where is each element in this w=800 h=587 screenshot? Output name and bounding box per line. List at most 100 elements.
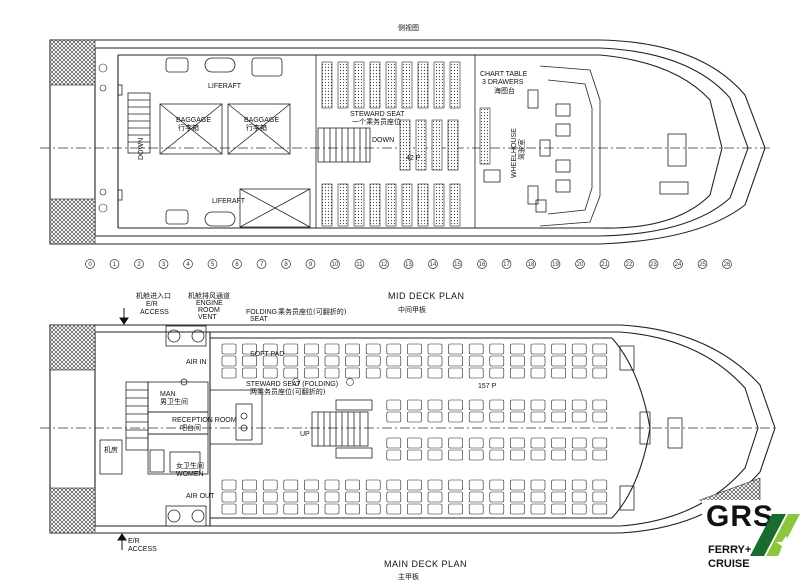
passenger-seat xyxy=(571,437,587,449)
mid-deck-title: MID DECK PLAN xyxy=(388,291,465,301)
passenger-seat xyxy=(283,343,299,355)
passenger-seat xyxy=(530,367,546,379)
passenger-seat xyxy=(242,355,257,367)
passenger-seat xyxy=(242,367,257,379)
baggage-2-cn: 行李箱 xyxy=(246,123,267,132)
passenger-seat xyxy=(448,437,463,449)
passenger-seat xyxy=(221,355,237,367)
access-arrows xyxy=(117,308,129,550)
frame-number: 15 xyxy=(454,262,461,268)
wheelhouse-label: WHEELHOUSE xyxy=(511,128,518,178)
frame-marker xyxy=(526,259,536,269)
passenger-seat xyxy=(221,491,237,503)
baggage-2-label: BAGGAGE xyxy=(244,117,279,124)
mid-deck-stern-fittings xyxy=(98,63,108,213)
frame-marker xyxy=(550,259,561,269)
passenger-seat xyxy=(386,479,402,491)
main-steward-seat: STEWARD SEAT (FOLDING) xyxy=(246,381,338,388)
chart-table-cn: 海图台 xyxy=(494,86,515,95)
mid-deck-aft-stair xyxy=(127,92,151,154)
passenger-seat xyxy=(510,479,525,491)
passenger-seat xyxy=(242,503,257,515)
passenger-seat xyxy=(242,479,257,491)
main-passenger-count: 157 P xyxy=(478,383,497,390)
passenger-seat xyxy=(468,479,484,491)
passenger-seat xyxy=(221,503,237,515)
passenger-seat xyxy=(489,411,505,423)
main-deck-aft-rooms xyxy=(99,325,263,527)
passenger-seat xyxy=(551,503,566,515)
passenger-seat xyxy=(551,479,566,491)
passenger-seat xyxy=(530,399,546,411)
passenger-seat xyxy=(304,355,319,367)
passenger-seat xyxy=(304,479,319,491)
er-access-top-cn: 机舱进入口 xyxy=(136,291,171,300)
logo-line1: FERRY+ xyxy=(708,544,752,556)
frame-number: 23 xyxy=(650,262,657,268)
passenger-seat xyxy=(283,503,299,515)
passenger-seat xyxy=(407,491,422,503)
logo-stripe-icon xyxy=(750,514,800,556)
mid-passenger-count: 42 P xyxy=(406,155,421,162)
frame-marker xyxy=(85,259,95,269)
grs-ferry-cruise-logo: GRS FERRY+ CRUISE xyxy=(702,500,800,587)
passenger-seat xyxy=(345,503,360,515)
passenger-seat xyxy=(407,399,422,411)
passenger-seat xyxy=(345,355,360,367)
passenger-seat xyxy=(551,355,566,367)
frame-number: 22 xyxy=(626,262,633,268)
mid-down-label-aft: DOWN xyxy=(138,138,145,160)
side-view-title: 侧视图 xyxy=(398,23,419,32)
frame-marker xyxy=(232,259,242,269)
passenger-seat xyxy=(468,343,484,355)
passenger-seat xyxy=(386,399,402,411)
main-deck-seat-grid xyxy=(221,343,608,515)
passenger-seat xyxy=(530,355,546,367)
passenger-seat xyxy=(592,491,608,503)
frame-number: 21 xyxy=(601,262,608,268)
passenger-seat xyxy=(283,479,299,491)
passenger-seat xyxy=(283,355,299,367)
passenger-seat xyxy=(510,343,525,355)
passenger-seat xyxy=(427,491,443,503)
passenger-seat xyxy=(510,411,525,423)
passenger-seat xyxy=(324,503,340,515)
passenger-seat xyxy=(262,343,278,355)
passenger-seat xyxy=(510,491,525,503)
passenger-seat xyxy=(448,367,463,379)
passenger-seat xyxy=(448,343,463,355)
passenger-seat xyxy=(551,491,566,503)
passenger-seat xyxy=(510,437,525,449)
passenger-seat xyxy=(386,367,402,379)
main-deck-title: MAIN DECK PLAN xyxy=(384,559,467,569)
frame-marker xyxy=(697,259,708,269)
passenger-seat xyxy=(530,411,546,423)
wheelhouse-cn: 驾驶室 xyxy=(517,139,526,160)
passenger-seat xyxy=(407,479,422,491)
passenger-seat xyxy=(489,449,505,461)
er-access-top-1: E/R xyxy=(146,301,158,308)
passenger-seat xyxy=(262,367,278,379)
passenger-seat xyxy=(530,479,546,491)
frame-marker xyxy=(158,259,169,269)
passenger-seat xyxy=(448,449,463,461)
folding-seat-marker xyxy=(346,378,354,386)
mid-deck-title-cn: 中间甲板 xyxy=(398,305,426,314)
frame-marker xyxy=(281,259,291,269)
soft-pad-label: SOFT PAD xyxy=(250,351,284,358)
chart-table-label: CHART TABLE xyxy=(480,71,528,78)
passenger-seat xyxy=(262,479,278,491)
frame-number: 3 xyxy=(162,262,166,268)
frame-number: 26 xyxy=(724,262,731,268)
frame-number: 16 xyxy=(479,262,486,268)
passenger-seat xyxy=(530,437,546,449)
er-access-bottom-1: E/R xyxy=(128,538,140,545)
frame-marker xyxy=(648,259,659,269)
passenger-seat xyxy=(448,491,463,503)
frame-marker xyxy=(575,259,585,269)
main-steward-seat-cn: 两乘务员座位(可翻折的) xyxy=(250,387,326,396)
mid-deck-partitions xyxy=(315,55,501,228)
frame-marker xyxy=(428,259,438,269)
main-aft-room-cn: 机房 xyxy=(104,445,118,454)
